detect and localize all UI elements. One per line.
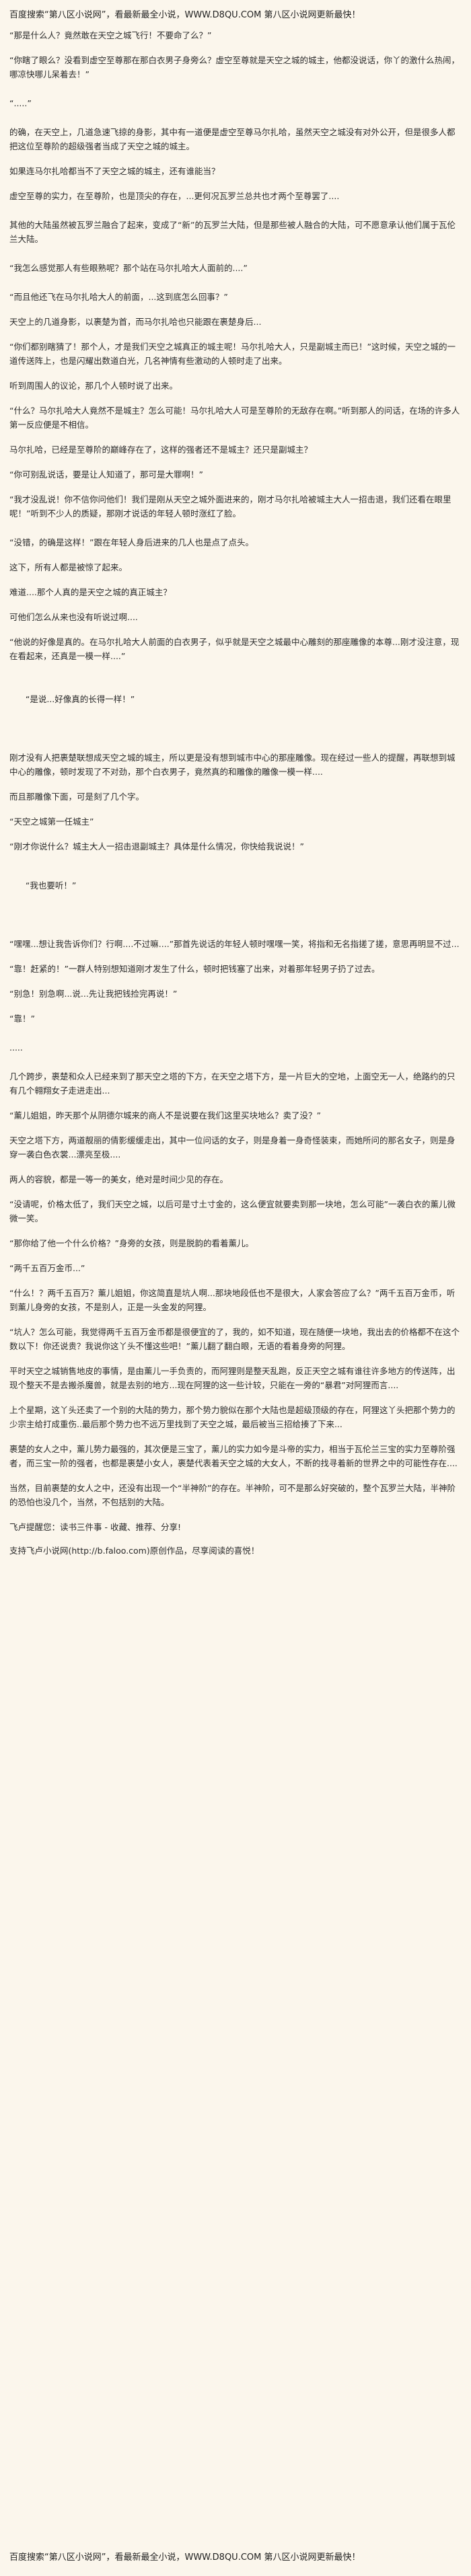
paragraph-20: 可他们怎么从来也没有听说过啊.... bbox=[9, 612, 138, 622]
site-banner-bottom: 百度搜索“第八区小说网”，看最新最全小说，WWW.D8QU.COM 第八区小说网… bbox=[9, 2552, 361, 2563]
paragraph-4: 的确，在天空上，几道急速飞掠的身影，其中有一道便是虚空至尊马尔扎哈，虽然天空之城… bbox=[9, 127, 456, 151]
paragraph-34: “薰儿姐姐，昨天那个从阴德尔城来的商人不是说要在我们这里买块地么？卖了没？” bbox=[9, 1110, 321, 1121]
paragraph-33: 几个跨步，裹楚和众人已经来到了那天空之塔的下方，在天空之塔下方，是一片巨大的空地… bbox=[9, 1071, 456, 1096]
paragraph-27-text: “我也要听！” bbox=[25, 880, 77, 891]
paragraph-13: “什么？马尔扎哈大人竟然不是城主？怎么可能！马尔扎哈大人可是至尊阶的无敌存在啊。… bbox=[9, 406, 460, 430]
paragraph-41: “坑人？怎么可能，我觉得两千五百万金币都是很便宜的了，我的，如不知道，现在随便一… bbox=[9, 1327, 460, 1351]
paragraph-3: “.....” bbox=[9, 98, 32, 108]
paragraph-32: ..... bbox=[9, 1043, 23, 1053]
paragraph-17: “没错，的确是这样！”跟在年轻人身后进来的几人也是点了点头。 bbox=[9, 537, 254, 547]
paragraph-31: “靠！” bbox=[9, 1014, 35, 1024]
paragraph-22: “是说...好像真的长得一样！” bbox=[9, 678, 462, 736]
paragraph-42: 平时天空之城销售地皮的事情，是由薰儿一手负责的，而阿狸则是整天乱跑，反正天空之城… bbox=[9, 1366, 456, 1390]
paragraph-36: 两人的容貌，都是一等一的美女，绝对是时间少见的存在。 bbox=[9, 1174, 229, 1184]
paragraph-22-text: “是说...好像真的长得一样！” bbox=[25, 694, 135, 704]
paragraph-38: “那你给了他一个什么价格？”身旁的女孩，则是脱韵的看着薰儿。 bbox=[9, 1238, 254, 1248]
paragraph-23: 刚才没有人把裹楚联想成天空之城的城主，所以更是没有想到城市中心的那座雕像。现在经… bbox=[9, 753, 456, 777]
paragraph-40: “什么！？两千五百万？薰儿姐姐，你这简直是坑人啊...那块地段低也不是很大，人家… bbox=[9, 1288, 456, 1312]
paragraph-25: “天空之城第一任城主” bbox=[9, 817, 94, 827]
paragraph-14: 马尔扎哈，已经是至尊阶的巅峰存在了，这样的强者还不是城主？还只是副城主？ bbox=[9, 445, 313, 455]
paragraph-7: 其他的大陆虽然被瓦罗兰融合了起来，变成了“新”的瓦罗兰大陆，但是那些被人融合的大… bbox=[9, 220, 456, 244]
paragraph-30: “别急！别急啊...说...先让我把钱捡完再说！” bbox=[9, 989, 178, 999]
feilu-reminder: 飞卢提醒您：读书三件事 - 收藏、推荐、分享! bbox=[9, 1522, 181, 1532]
paragraph-6: 虚空至尊的实力，在至尊阶，也是顶尖的存在，...更何况瓦罗兰总共也才两个至尊罢了… bbox=[9, 191, 340, 201]
paragraph-27: “我也要听！” bbox=[9, 864, 462, 922]
paragraph-44: 裹楚的女人之中，薰儿势力最强的，其次便是三宝了，薰儿的实力如今是斗帝的实力，相当… bbox=[9, 1444, 458, 1468]
paragraph-26: “刚才你说什么？城主大人一招击退副城主？具体是什么情况，你快给我说说！” bbox=[9, 841, 304, 851]
paragraph-37: “没请呢，价格太低了，我们天空之城，以后可是寸土寸金的，这么便宜就要卖到那一块地… bbox=[9, 1199, 456, 1223]
paragraph-24: 而且那雕像下面，可是刻了几个字。 bbox=[9, 792, 145, 802]
paragraph-29: “靠！赶紧的！”一群人特别想知道刚才发生了什么，顿时把钱塞了出来，对着那年轻男子… bbox=[9, 964, 380, 974]
paragraph-21: “他说的好像是真的。在马尔扎哈大人前面的白衣男子，似乎就是天空之城最中心雕刻的那… bbox=[9, 637, 460, 661]
feilu-support: 支持飞卢小说网(http://b.faloo.com)原创作品，尽享阅读的喜悦！ bbox=[9, 1546, 260, 1556]
paragraph-39: “两千五百万金币...” bbox=[9, 1263, 85, 1273]
paragraph-45: 当然，目前裹楚的女人之中，还没有出现一个“半神阶”的存在。半神阶，可不是那么好突… bbox=[9, 1483, 456, 1507]
chapter-content: “那是什么人？竟然敢在天空之城飞行！不要命了么？” “你瞎了眼么？没看到虚空至尊… bbox=[9, 28, 462, 1558]
paragraph-5: 如果连马尔扎哈都当不了天空之城的城主，还有谁能当？ bbox=[9, 166, 220, 176]
paragraph-43: 上个星期，这丫头还卖了一个别的大陆的势力，那个势力貌似在那个大陆也是超级顶级的存… bbox=[9, 1405, 456, 1429]
paragraph-15: “你可别乱说话，要是让人知道了，那可是大罪啊！” bbox=[9, 469, 203, 480]
paragraph-9: “而且他还飞在马尔扎哈大人的前面，...这到底怎么回事？” bbox=[9, 292, 228, 302]
paragraph-35: 天空之塔下方，两道靓丽的倩影缓缓走出，其中一位问话的女子，则是身着一身奇怪装束，… bbox=[9, 1135, 456, 1160]
paragraph-10: 天空上的几道身影，以裹楚为首，而马尔扎哈也只能跟在裹楚身后... bbox=[9, 317, 262, 327]
paragraph-16: “我才没乱说！你不信你问他们！我们是刚从天空之城外面进来的，刚才马尔扎哈被城主大… bbox=[9, 494, 451, 519]
paragraph-12: 听到周围人的议论，那几个人顿时说了出来。 bbox=[9, 381, 178, 391]
paragraph-19: 难道....那个人真的是天空之城的真正城主？ bbox=[9, 587, 172, 597]
paragraph-8: “我怎么感觉那人有些眼熟呢？那个站在马尔扎哈大人面前的....” bbox=[9, 263, 248, 273]
paragraph-18: 这下，所有人都是被惊了起来。 bbox=[9, 562, 128, 572]
paragraph-11: “你们都别瞎猜了！那个人，才是我们天空之城真正的城主呢！马尔扎哈大人，只是副城主… bbox=[9, 342, 456, 366]
paragraph-2: “你瞎了眼么？没看到虚空至尊那在那白衣男子身旁么？虚空至尊就是天空之城的城主，他… bbox=[9, 55, 460, 79]
paragraph-1: “那是什么人？竟然敢在天空之城飞行！不要命了么？” bbox=[9, 30, 212, 40]
paragraph-28: “嘿嘿...想让我告诉你们？行啊....不过嘛....”那首先说话的年轻人顿时嘿… bbox=[9, 939, 460, 949]
site-banner-top: 百度搜索“第八区小说网”，看最新最全小说，WWW.D8QU.COM 第八区小说网… bbox=[9, 10, 361, 20]
